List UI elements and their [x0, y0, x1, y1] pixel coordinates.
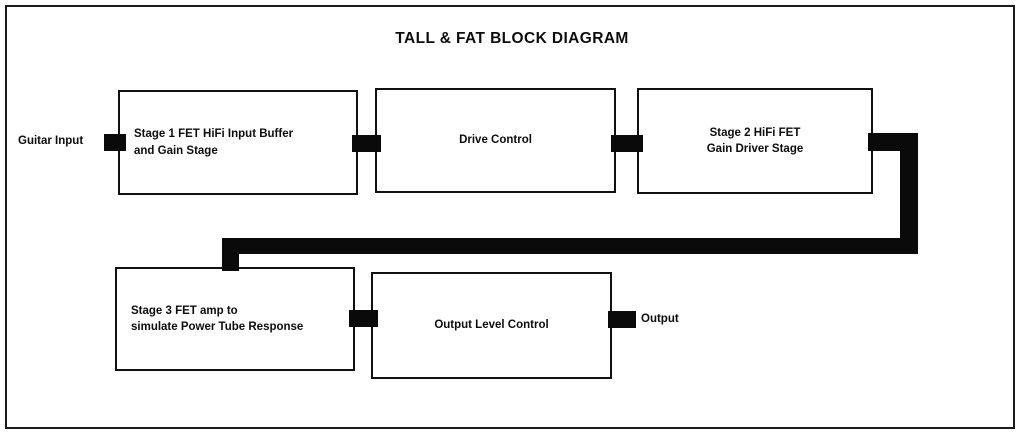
connector-bottom-horizontal-segment: [222, 238, 918, 254]
connector-right-vertical-segment: [900, 133, 918, 253]
block-label: Output Level Control: [434, 319, 549, 332]
block-label: Stage 3 FET amp to simulate Power Tube R…: [131, 304, 304, 333]
connector-drive-to-stage2: [611, 135, 643, 152]
block-label: Drive Control: [459, 134, 532, 147]
block-label: Stage 2 HiFi FET Gain Driver Stage: [706, 126, 804, 155]
connector-stage3-to-output-level: [349, 310, 378, 327]
connector-input-to-stage1: [104, 134, 126, 151]
label-guitar-input: Guitar Input: [18, 135, 84, 147]
block-label: Stage 1 FET HiFi Input Buffer and Gain S…: [134, 128, 294, 157]
block-output-level-control[interactable]: Output Level Control: [371, 272, 612, 379]
connector-stage1-to-drive: [352, 135, 381, 152]
block-stage-2-hifi-fet-gain-driver[interactable]: Stage 2 HiFi FET Gain Driver Stage: [637, 88, 873, 194]
label-output: Output: [641, 313, 679, 325]
page-title: TALL & FAT BLOCK DIAGRAM: [395, 30, 629, 47]
block-drive-control[interactable]: Drive Control: [375, 88, 616, 193]
connector-stage3-in-segment: [222, 238, 239, 271]
connector-output-level-to-output: [608, 311, 636, 328]
block-stage-1-fet-hifi-input-buffer[interactable]: Stage 1 FET HiFi Input Buffer and Gain S…: [118, 90, 358, 195]
block-stage-3-fet-power-tube-sim[interactable]: Stage 3 FET amp to simulate Power Tube R…: [115, 267, 355, 371]
